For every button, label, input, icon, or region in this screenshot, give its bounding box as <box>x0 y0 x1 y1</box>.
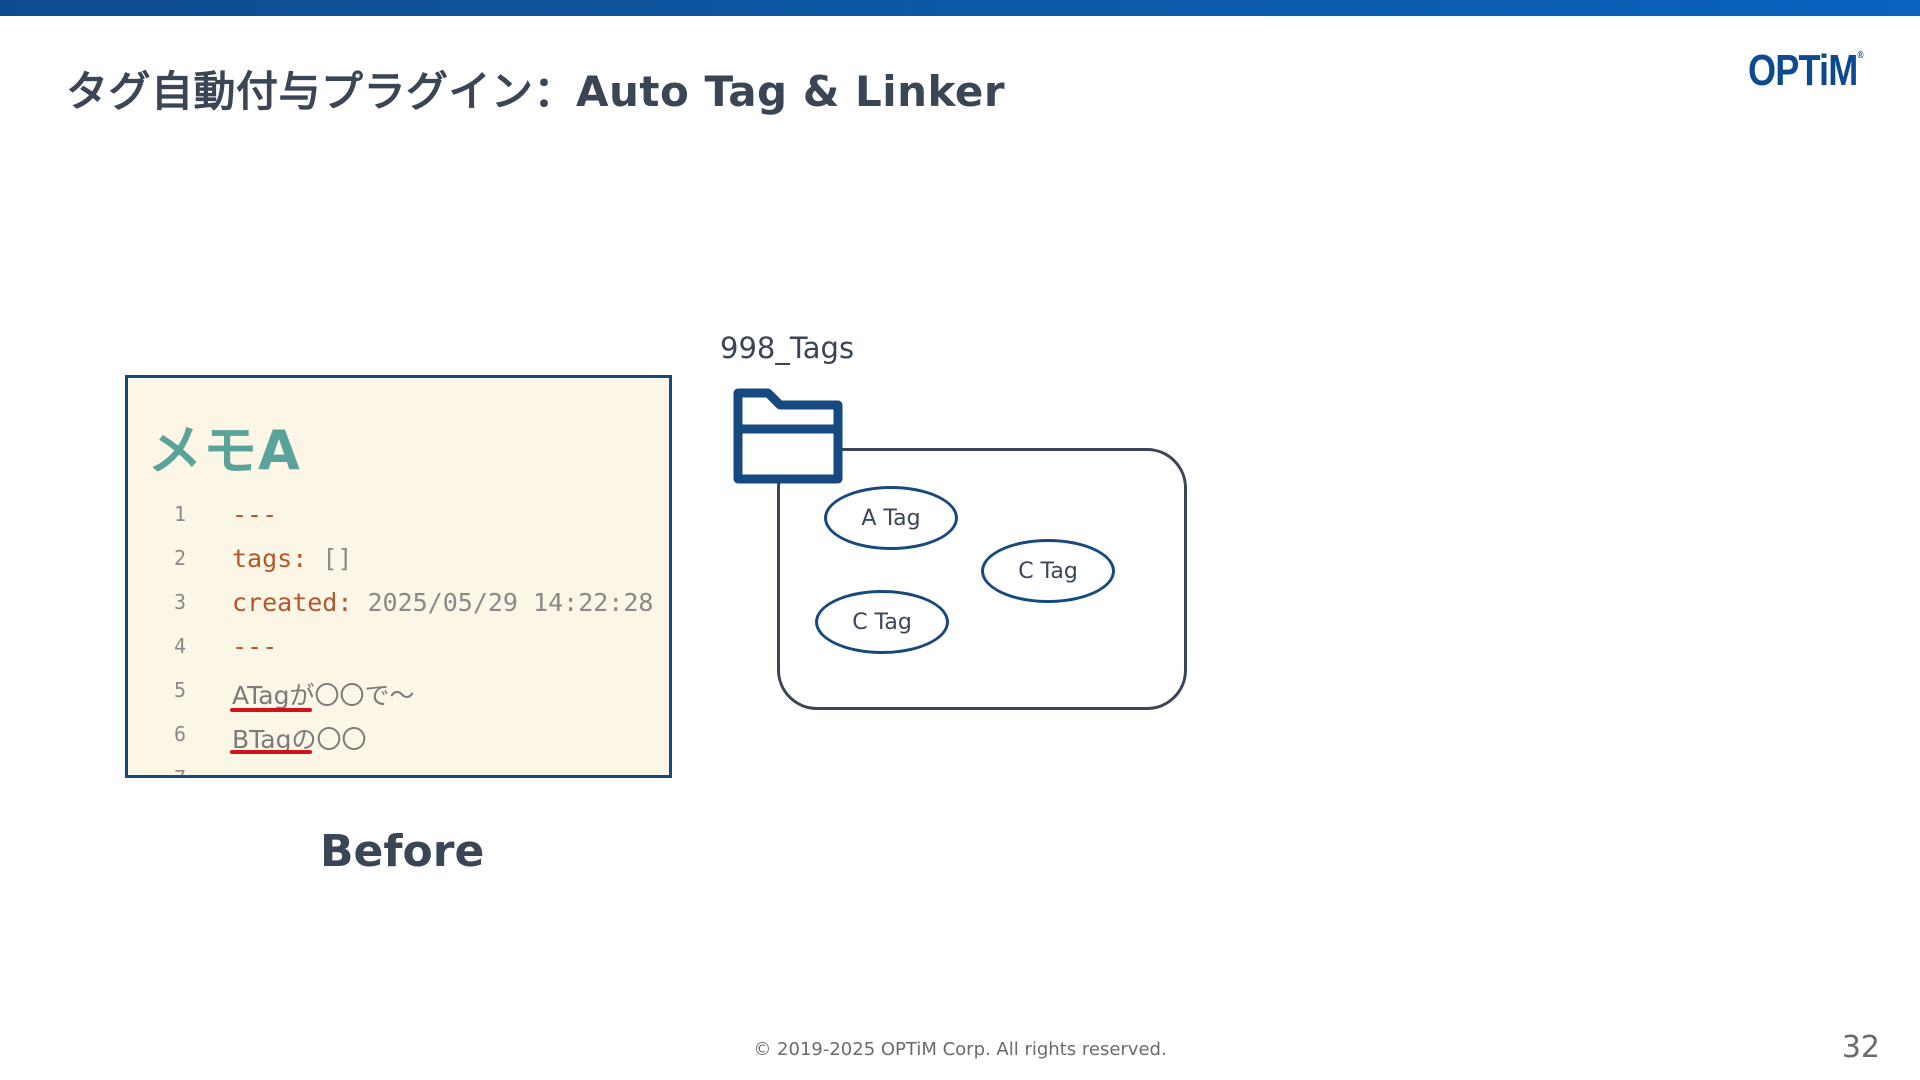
top-accent-bar <box>0 0 1920 16</box>
folder-name: 998_Tags <box>720 331 855 365</box>
code-line-2: 2 tags: [] <box>128 542 669 582</box>
code-line-4: 4 --- <box>128 630 669 670</box>
memo-title: メモA <box>148 419 301 482</box>
slide-title: タグ自動付与プラグイン：Auto Tag & Linker <box>66 67 1006 116</box>
code-line-3: 3 created: 2025/05/29 14:22:28 <box>128 586 669 626</box>
memo-card: メモA 1 --- 2 tags: [] 3 created: 2025/05/… <box>125 375 672 778</box>
tags-value: [] <box>307 544 353 573</box>
optim-logo: OPTiM® <box>1748 46 1864 96</box>
created-value: 2025/05/29 14:22:28 <box>352 588 654 617</box>
logo-registered-mark: ® <box>1857 50 1863 61</box>
body-text-line: ATagが〇〇で〜 <box>232 681 415 710</box>
line-number: 1 <box>173 502 187 526</box>
created-key: created: <box>232 588 353 617</box>
frontmatter-delimiter: --- <box>232 500 278 529</box>
tag-folder-container <box>777 448 1187 710</box>
atag-underline <box>230 708 312 712</box>
btag-underline <box>230 750 312 754</box>
tags-property: tags: [] <box>232 544 352 573</box>
line-number: 6 <box>173 722 187 746</box>
code-line-7: 7 <box>128 762 669 778</box>
page-number: 32 <box>1841 1030 1880 1065</box>
tags-key: tags: <box>232 544 308 573</box>
folder-icon <box>733 388 843 484</box>
body-text-line: BTagの〇〇 <box>232 725 367 754</box>
code-line-5: 5 ATagが〇〇で〜 <box>128 674 669 714</box>
tag-node: C Tag <box>815 590 949 654</box>
created-property: created: 2025/05/29 14:22:28 <box>232 588 653 617</box>
line-number: 2 <box>173 546 187 570</box>
tag-node: C Tag <box>981 539 1115 603</box>
frontmatter-delimiter: --- <box>232 632 278 661</box>
code-line-1: 1 --- <box>128 498 669 538</box>
copyright-footer: © 2019-2025 OPTiM Corp. All rights reser… <box>753 1039 1167 1060</box>
code-line-6: 6 BTagの〇〇 <box>128 718 669 758</box>
line-number: 3 <box>173 590 187 614</box>
tag-node: A Tag <box>824 486 958 550</box>
line-number: 7 <box>173 766 187 778</box>
line-number: 4 <box>173 634 187 658</box>
line-number: 5 <box>173 678 187 702</box>
logo-text: OPTiM <box>1748 46 1858 95</box>
before-caption: Before <box>320 826 485 877</box>
